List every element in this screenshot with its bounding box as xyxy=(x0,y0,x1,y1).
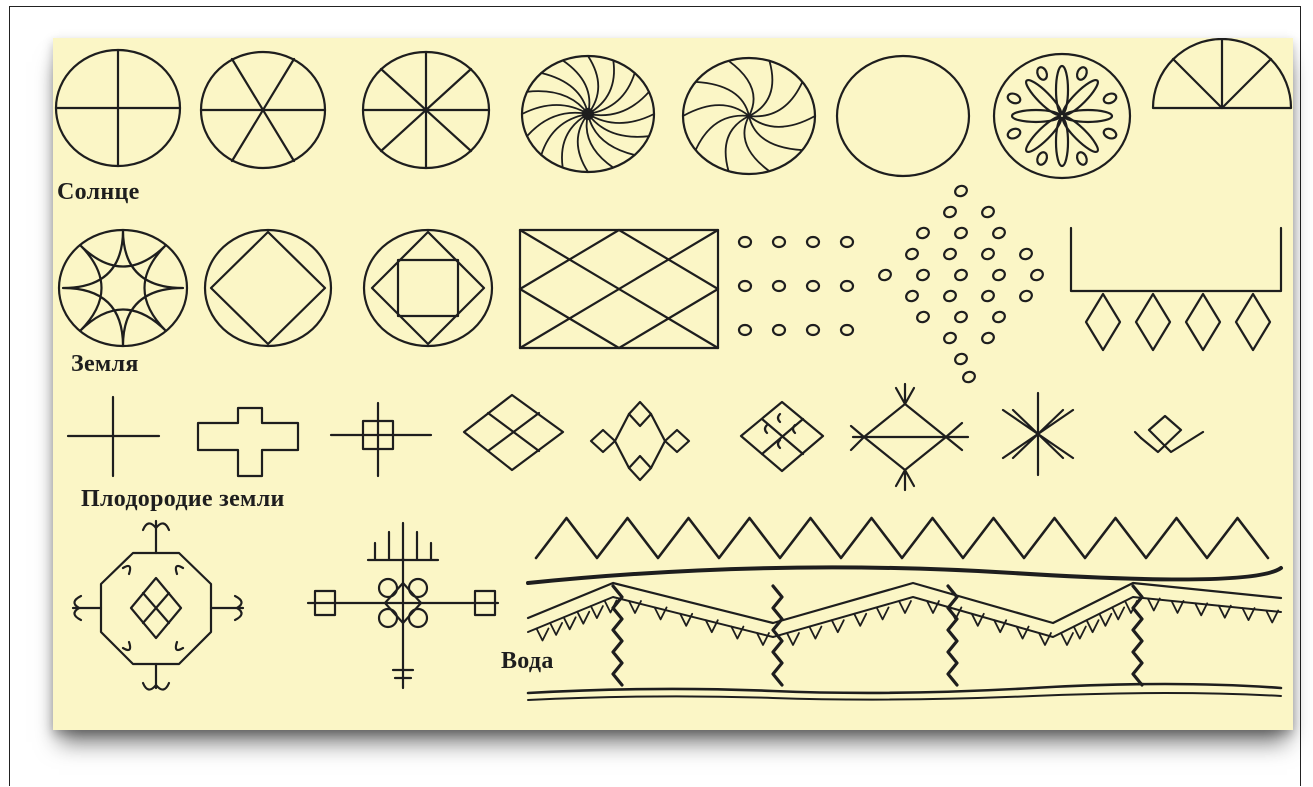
fertility-symbol-swastika-motif xyxy=(1135,416,1203,452)
label-water: Вода xyxy=(501,648,554,675)
fertility-symbol-diamond-grid xyxy=(464,395,563,470)
fertility-symbol-hash-cross xyxy=(331,403,431,476)
fertility-symbol-seeded-diamond xyxy=(741,402,823,471)
fertility-symbol-crossed-x xyxy=(1003,393,1073,475)
fertility-row xyxy=(68,384,1203,490)
earth-symbol-star xyxy=(59,230,187,346)
earth-symbol-seed-rows xyxy=(739,237,853,335)
label-sun: Солнце xyxy=(57,179,140,206)
earth-symbol-square xyxy=(364,230,492,346)
sun-symbol-half xyxy=(1153,39,1291,108)
fertility-symbol-linked-diamonds xyxy=(591,402,689,480)
sun-symbol-eight-rays xyxy=(363,52,489,168)
sun-row xyxy=(56,39,1291,178)
label-earth: Земля xyxy=(71,351,139,378)
sun-symbol-swirl xyxy=(522,56,654,172)
sun-symbol-swirl-alt xyxy=(683,58,815,174)
earth-symbol-bracket xyxy=(1071,228,1281,350)
sun-symbol-six-rays xyxy=(201,52,325,168)
ornament-card: Солнце Земля Плодородие земли Вода xyxy=(53,38,1293,730)
earth-symbol-field xyxy=(520,230,718,348)
fertility-symbol-wide-cross xyxy=(198,408,298,476)
earth-symbol-seed-diamond xyxy=(877,184,1044,384)
fertility-symbol-octagon xyxy=(73,521,243,690)
complex-symbols xyxy=(73,521,498,690)
fertility-symbol-tree-cross xyxy=(308,523,498,688)
fertility-symbol-branched-diamond xyxy=(851,384,968,490)
sun-symbol-cross xyxy=(56,50,180,166)
sun-symbol-empty xyxy=(837,56,969,176)
fertility-symbol-cross xyxy=(68,397,159,476)
earth-row xyxy=(59,184,1281,384)
water-ornament xyxy=(528,518,1281,700)
earth-symbol-diamond xyxy=(205,230,331,346)
sun-symbol-flower xyxy=(994,54,1130,178)
label-fertility: Плодородие земли xyxy=(81,486,285,513)
ornament-symbols xyxy=(53,38,1293,730)
